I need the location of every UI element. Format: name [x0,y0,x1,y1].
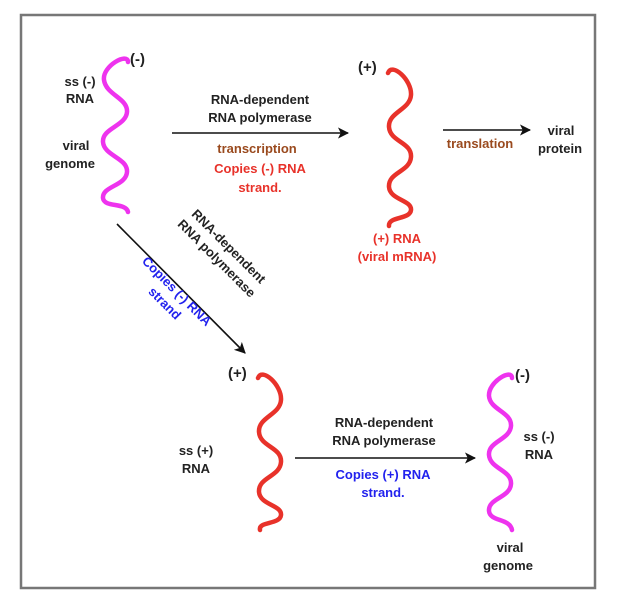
strand-label-viral: viral [63,138,90,153]
product-label-viral: viral [548,123,575,138]
positive-strand-bottom-left [255,372,284,533]
bottom-right-label-viral: viral [497,540,524,555]
bottom-right-label-rna: RNA [525,447,554,462]
diagram-frame [19,13,597,590]
bottom-right-label-ss-minus: ss (-) [523,429,554,444]
process-label-transcription: transcription [217,141,297,156]
process-label-translation: translation [447,136,514,151]
bottom-right-label-genome: genome [483,558,533,573]
mrna-label-line2: (viral mRNA) [358,249,437,264]
polarity-marker-top-left: (-) [130,51,145,68]
bottom-enzyme-line1: RNA-dependent [335,415,434,430]
polarity-marker-top-middle: (+) [358,59,377,76]
bottom-left-label-rna: RNA [182,461,211,476]
replication-diagonal-arrow [116,223,246,354]
polarity-marker-bottom-left: (+) [228,365,247,382]
enzyme-label-line1: RNA-dependent [211,92,310,107]
positive-strand-top-middle [385,67,414,229]
bottom-left-label-ss-plus: ss (+) [179,443,213,458]
mrna-label-line1: (+) RNA [373,231,422,246]
negative-strand-top-left [100,56,131,215]
strand-label-rna: RNA [66,91,95,106]
strand-label-ss-minus: ss (-) [64,74,95,89]
polarity-marker-bottom-right: (-) [515,367,530,384]
negative-strand-bottom-right [486,372,515,533]
enzyme-label-line2: RNA polymerase [208,110,312,125]
bottom-note-line2: strand. [361,485,404,500]
copies-note-line2: strand. [238,180,281,195]
bottom-enzyme-line2: RNA polymerase [332,433,436,448]
bottom-note-line1: Copies (+) RNA [336,467,432,482]
product-label-protein: protein [538,141,582,156]
copies-note-line1: Copies (-) RNA [214,161,306,176]
strand-label-genome: genome [45,156,95,171]
